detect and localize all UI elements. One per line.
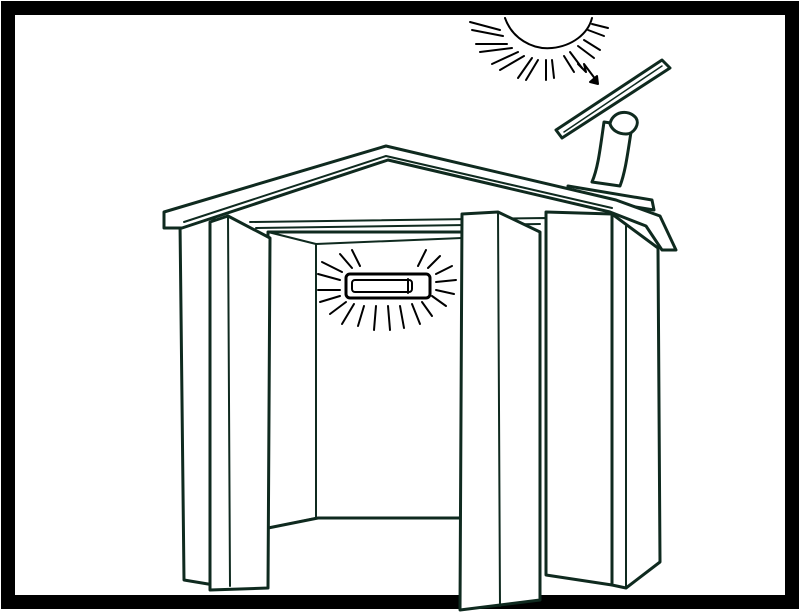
shed-left-door bbox=[210, 216, 270, 590]
shed-side-right-wall bbox=[612, 214, 660, 588]
shed-front-right-wall bbox=[546, 212, 612, 585]
